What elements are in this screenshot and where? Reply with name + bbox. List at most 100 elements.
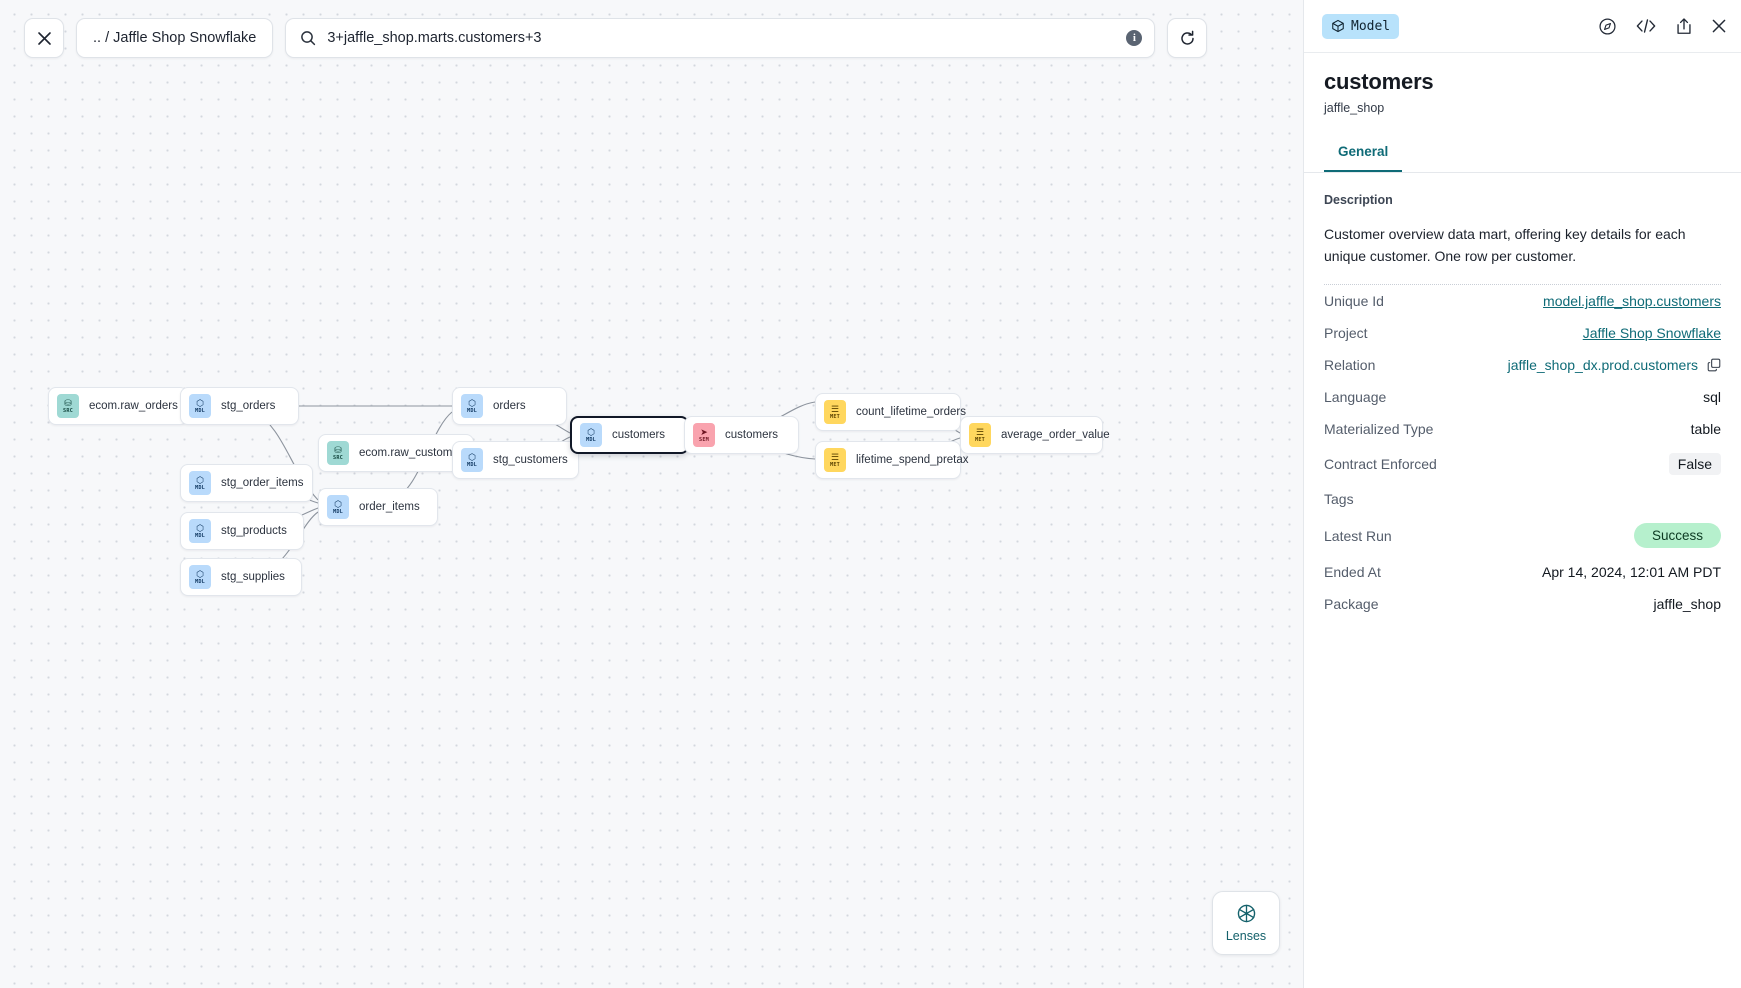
resource-type-label: Model [1351,18,1391,34]
lineage-canvas[interactable]: .. / Jaffle Shop Snowflake i ⛁SRCecom.ra… [0,0,1303,988]
lineage-node-order_items[interactable]: ⬡MDL order_items [318,488,438,526]
detail-key: Language [1324,389,1387,405]
panel-heading: customers jaffle_shop [1304,53,1741,115]
detail-value-text: table [1690,421,1721,437]
detail-value-text: Apr 14, 2024, 12:01 AM PDT [1542,564,1721,580]
node-type-badge-mdl-icon: ⬡MDL [189,394,211,418]
node-type-badge-mdl-icon: ⬡MDL [461,448,483,472]
lineage-node-stg_customers[interactable]: ⬡MDL stg_customers [452,441,579,479]
close-icon [37,31,51,45]
node-type-badge-src-icon: ⛁SRC [327,441,349,465]
details-divider [1324,284,1721,285]
detail-key: Unique Id [1324,293,1384,309]
node-type-badge-mdl-icon: ⬡MDL [580,423,602,447]
lenses-button[interactable]: Lenses [1212,891,1280,955]
explore-icon[interactable] [1598,17,1617,36]
lineage-node-label: customers [725,429,779,441]
detail-row: Language sql [1324,381,1721,413]
description-label: Description [1324,193,1393,207]
detail-row: Project Jaffle Shop Snowflake [1324,317,1721,349]
lineage-node-orders[interactable]: ⬡MDL orders [452,387,567,425]
detail-value: Jaffle Shop Snowflake [1583,325,1721,341]
node-type-badge-mdl-icon: ⬡MDL [327,495,349,519]
status-badge: Success [1633,523,1721,548]
node-type-badge-mdl-icon: ⬡MDL [189,519,211,543]
lineage-node-customers_semantic[interactable]: ➤SEM customers [684,416,799,454]
info-icon[interactable]: i [1126,30,1143,46]
detail-value-text: jaffle_shop [1653,596,1721,612]
lineage-node-label: average_order_value [1001,429,1110,441]
refresh-icon [1181,30,1194,45]
code-icon[interactable] [1635,17,1657,35]
lineage-node-label: ecom.raw_orders [89,400,178,412]
panel-tabs: General [1304,144,1741,173]
lineage-node-label: stg_customers [493,454,568,466]
lineage-node-label: customers [612,429,666,441]
search-input[interactable] [327,30,1116,46]
lineage-node-label: stg_orders [221,400,276,412]
node-type-badge-sem-icon: ➤SEM [693,423,715,447]
canvas-toolbar: .. / Jaffle Shop Snowflake i [24,18,1208,58]
detail-value: Apr 14, 2024, 12:01 AM PDT [1542,564,1721,580]
lineage-node-ecom_raw_orders[interactable]: ⛁SRC ecom.raw_orders [48,387,188,425]
lineage-node-label: count_lifetime_orders [856,406,966,418]
lineage-node-label: orders [493,400,526,412]
lineage-node-stg_orders[interactable]: ⬡MDL stg_orders [180,387,299,425]
copy-icon[interactable] [1707,358,1721,372]
lenses-label: Lenses [1225,929,1267,943]
detail-row: Latest Run Success [1324,515,1721,556]
lineage-node-stg_products[interactable]: ⬡MDL stg_products [180,512,304,550]
lineage-node-label: stg_order_items [221,477,304,489]
breadcrumb[interactable]: .. / Jaffle Shop Snowflake [76,18,274,58]
resource-type-chip[interactable]: Model [1322,13,1400,39]
detail-value-link[interactable]: jaffle_shop_dx.prod.customers [1507,357,1698,373]
lineage-node-lifetime_spend_pretax[interactable]: ☰MET lifetime_spend_pretax [815,441,969,479]
lineage-node-label: stg_products [221,525,287,537]
cube-icon [1332,19,1344,33]
close-panel-icon[interactable] [1711,18,1727,34]
node-type-badge-mdl-icon: ⬡MDL [461,394,483,418]
node-type-badge-src-icon: ⛁SRC [57,394,79,418]
refresh-button[interactable] [1167,18,1208,58]
detail-key: Project [1324,325,1368,341]
detail-value-text: sql [1703,389,1721,405]
lineage-search[interactable]: i [285,18,1156,58]
node-type-badge-mdl-icon: ⬡MDL [189,471,211,495]
detail-key: Package [1324,596,1379,612]
detail-value: jaffle_shop_dx.prod.customers [1508,357,1721,373]
detail-value: jaffle_shop [1654,596,1721,612]
node-type-badge-mdl-icon: ⬡MDL [189,565,211,589]
share-icon[interactable] [1675,17,1693,36]
node-type-badge-met-icon: ☰MET [824,448,846,472]
detail-value: model.jaffle_shop.customers [1543,293,1721,309]
detail-value: Success [1633,523,1721,548]
lineage-node-customers_model[interactable]: ⬡MDL customers [570,416,689,454]
lineage-node-label: order_items [359,501,420,513]
detail-row: Unique Id model.jaffle_shop.customers [1324,285,1721,317]
lineage-node-label: lifetime_spend_pretax [856,454,969,466]
page-title: customers [1324,69,1434,94]
tab-general[interactable]: General [1324,144,1403,172]
detail-value-link[interactable]: Jaffle Shop Snowflake [1582,325,1721,341]
detail-key: Latest Run [1324,527,1392,544]
detail-value: sql [1703,389,1721,405]
aperture-icon [1237,904,1255,923]
lineage-node-stg_order_items[interactable]: ⬡MDL stg_order_items [180,464,313,502]
details-panel: Model [1303,0,1741,988]
close-lineage-button[interactable] [24,18,64,58]
lineage-node-average_order_value[interactable]: ☰MET average_order_value [960,416,1110,454]
detail-value-link[interactable]: model.jaffle_shop.customers [1543,293,1721,309]
node-type-badge-met-icon: ☰MET [969,423,991,447]
panel-actions [1598,17,1727,36]
detail-key: Contract Enforced [1324,456,1437,472]
